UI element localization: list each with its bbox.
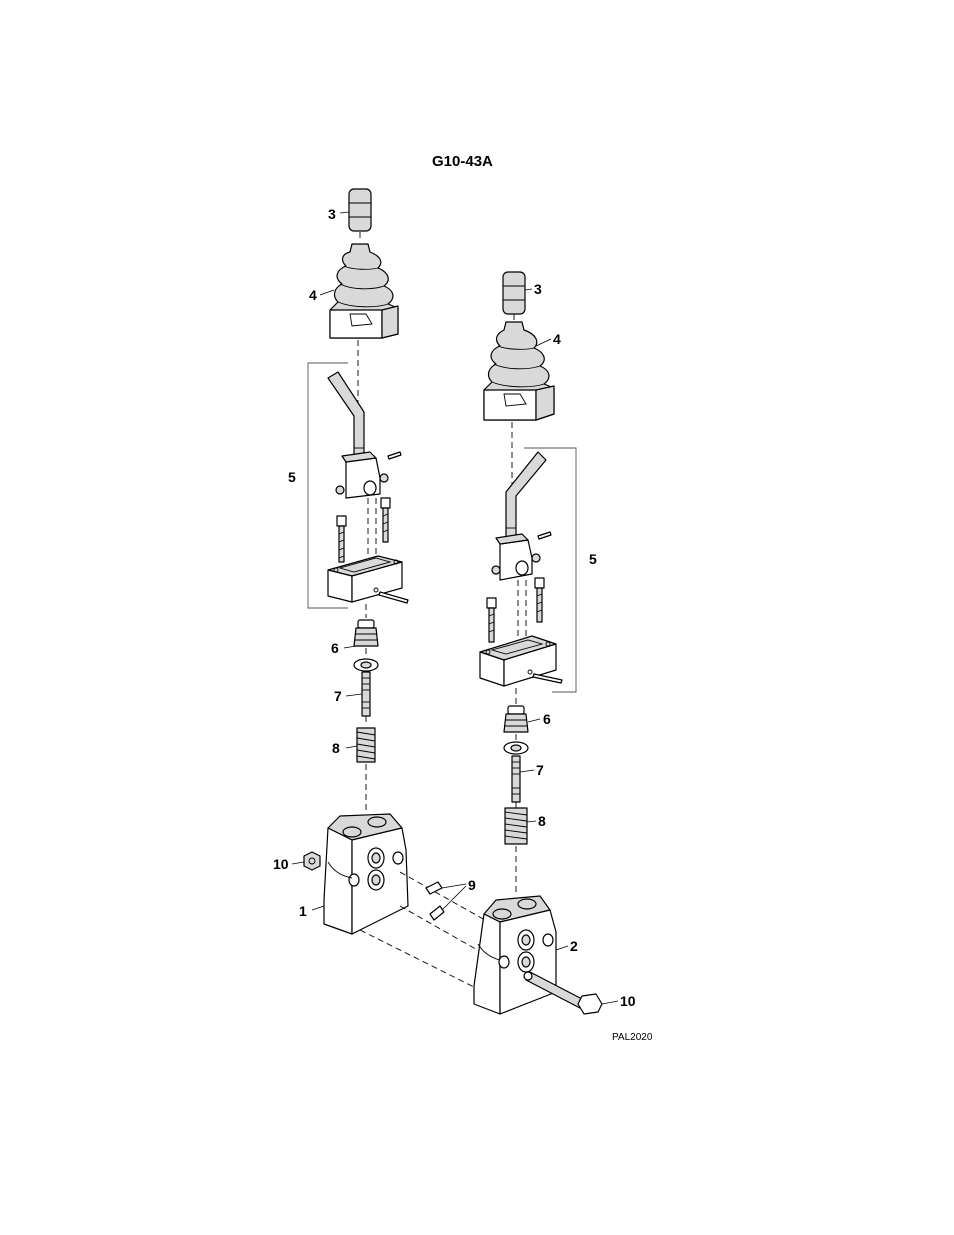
callout-10-left: 10 [273,856,289,872]
diagram-title: G10-43A [432,153,493,170]
left-washer [354,659,378,671]
callout-1: 1 [299,903,307,919]
left-valve-body-1 [324,814,408,934]
callout-6-right: 6 [543,711,551,727]
callout-3-left: 3 [328,206,336,222]
left-knob [349,189,371,231]
right-pivot-block [492,532,551,580]
callout-10-right: 10 [620,993,636,1009]
left-lever [328,372,364,460]
right-spring-8 [505,808,527,844]
callout-8-right: 8 [538,813,546,829]
right-cap-6 [504,706,528,732]
right-valve-body-2 [474,896,556,1014]
left-spring-8 [357,728,375,762]
callout-5-left: 5 [288,469,296,485]
callout-8-left: 8 [332,740,340,756]
left-spool-7 [362,672,370,716]
callout-3-right: 3 [534,281,542,297]
left-pivot-block [336,452,401,498]
callout-9: 9 [468,877,476,893]
left-base-plate [328,556,408,603]
right-washer [504,742,528,754]
left-nut-10 [304,852,320,870]
callout-2: 2 [570,938,578,954]
callout-7-left: 7 [334,688,342,704]
right-assembly [474,272,602,1014]
left-boot [330,244,398,338]
right-boot [484,322,554,420]
right-screws [487,578,544,642]
right-spool-7 [512,756,520,802]
left-assembly [304,189,408,934]
right-knob [503,272,525,314]
callout-4-right: 4 [553,331,561,347]
orings-9 [426,882,444,920]
callout-5-right: 5 [589,551,597,567]
right-base-plate [480,636,562,686]
drawing-code: PAL2020 [612,1032,653,1043]
left-cap-6 [354,620,378,646]
callout-7-right: 7 [536,762,544,778]
left-screws [337,498,390,562]
callout-6-left: 6 [331,640,339,656]
callout-4-left: 4 [309,287,317,303]
